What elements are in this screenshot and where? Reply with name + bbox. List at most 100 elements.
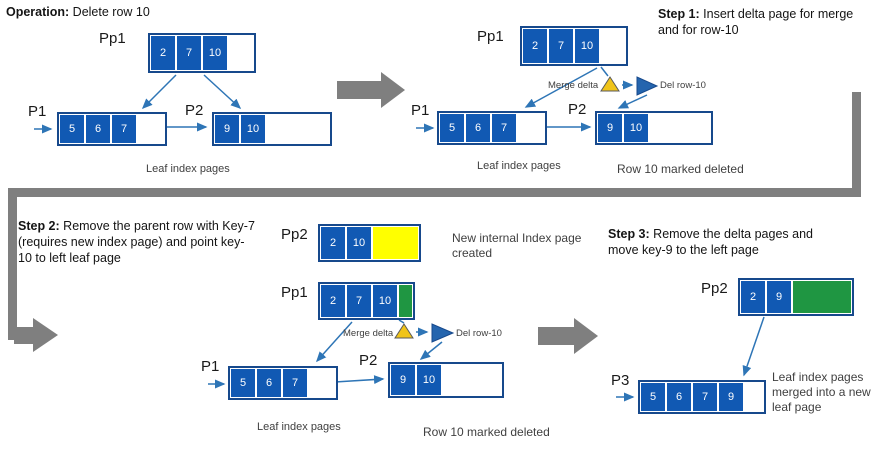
panel4-title-text: Remove the delta pages and move key-9 to… [608, 227, 813, 257]
page-cell: 2 [151, 36, 175, 70]
page-label-p1: P1 [411, 102, 430, 119]
arrow-del-to-p2 [419, 341, 443, 360]
empty-cell [229, 36, 253, 70]
merge-delta-label: Merge delta [343, 328, 394, 339]
page-p2: 9 10 [595, 111, 713, 145]
page-cell: 2 [321, 227, 345, 259]
page-cell: 9 [598, 114, 622, 142]
page-label-p1: P1 [28, 103, 47, 120]
page-cell: 6 [257, 369, 281, 397]
page-cell: 9 [719, 383, 743, 411]
step-arrow-1-body [337, 81, 381, 99]
page-label-pp2: Pp2 [701, 280, 728, 297]
page-p1: 5 6 7 [57, 112, 167, 146]
empty-cell [309, 369, 335, 397]
page-p1: 5 6 7 [437, 111, 547, 145]
page-label-p2: P2 [359, 352, 378, 369]
step-arrow-2-body [538, 327, 574, 345]
page-cell: 7 [283, 369, 307, 397]
page-cell: 9 [391, 365, 415, 395]
arrow-pp2-to-p3 [742, 316, 765, 377]
page-cell: 5 [641, 383, 665, 411]
page-cell: 10 [241, 115, 265, 143]
panel1-title-text: Delete row 10 [69, 5, 150, 19]
del-row-label: Del row-10 [456, 328, 502, 339]
page-cell: 5 [440, 114, 464, 142]
panel2-title-text: Insert delta page for merge and for row-… [658, 7, 854, 37]
arrow-del-to-p2 [617, 94, 648, 109]
line-pp1-to-merge-delta [600, 66, 609, 77]
page-cell: 7 [112, 115, 136, 143]
page-pp1: 2 7 10 [148, 33, 256, 73]
highlight-cell-yellow [373, 227, 418, 259]
delete-delta-icon [636, 76, 659, 96]
page-cell: 7 [492, 114, 516, 142]
panel4-title: Step 3: Remove the delta pages and move … [608, 226, 843, 258]
wrap-connector-arrowhead [33, 318, 58, 352]
page-label-pp2: Pp2 [281, 226, 308, 243]
empty-cell [601, 29, 625, 63]
del-row-label: Del row-10 [660, 80, 706, 91]
merged-leaf-caption: Leaf index pages merged into a new leaf … [772, 370, 871, 414]
merge-delta-icon [394, 323, 414, 339]
page-cell: 6 [86, 115, 110, 143]
arrow-p1-to-p2 [334, 375, 385, 385]
empty-cell [650, 114, 710, 142]
page-p3: 5 6 7 9 [638, 380, 766, 414]
leaf-pages-caption: Leaf index pages [146, 163, 230, 175]
panel1-title: Operation: Delete row 10 [6, 4, 150, 20]
page-cell: 2 [523, 29, 547, 63]
page-pp1: 2 7 10 [318, 282, 415, 320]
page-cell: 7 [549, 29, 573, 63]
highlight-cell-green [399, 285, 412, 317]
page-label-p2: P2 [185, 102, 204, 119]
arrow-pp1-to-p2 [203, 74, 242, 110]
page-p2: 9 10 [212, 112, 332, 146]
page-cell: 5 [231, 369, 255, 397]
new-page-caption: New internal Index page created [452, 231, 582, 260]
step-arrow-2-head [574, 318, 598, 354]
page-cell: 10 [347, 227, 371, 259]
leaf-pages-caption: Leaf index pages [477, 160, 561, 172]
page-pp2: 2 9 [738, 278, 854, 316]
panel1-title-bold: Operation: [6, 5, 70, 19]
page-cell: 5 [60, 115, 84, 143]
empty-cell [518, 114, 544, 142]
panel3-title: Step 2: Remove the parent row with Key-7… [18, 218, 258, 266]
leaf-pages-caption: Leaf index pages [257, 421, 341, 433]
panel2-title-bold: Step 1: [658, 7, 700, 21]
page-cell: 6 [667, 383, 691, 411]
page-p2: 9 10 [388, 362, 504, 398]
row-deleted-caption: Row 10 marked deleted [423, 425, 550, 439]
arrow-pp1-to-p1 [141, 74, 177, 110]
page-cell: 9 [215, 115, 239, 143]
panel3-title-bold: Step 2: [18, 219, 60, 233]
empty-cell [745, 383, 763, 411]
wrap-connector-horizontal [8, 188, 861, 197]
step-arrow-1-head [381, 72, 405, 108]
wrap-connector-right-vertical [852, 92, 861, 193]
page-label-pp1: Pp1 [281, 284, 308, 301]
page-cell: 7 [693, 383, 717, 411]
row-deleted-caption: Row 10 marked deleted [617, 162, 744, 176]
page-cell: 10 [624, 114, 648, 142]
page-label-pp1: Pp1 [99, 30, 126, 47]
page-p1: 5 6 7 [228, 366, 338, 400]
merge-delta-icon [600, 76, 620, 92]
page-cell: 10 [417, 365, 441, 395]
page-cell: 10 [203, 36, 227, 70]
page-pp1: 2 7 10 [520, 26, 628, 66]
page-label-p2: P2 [568, 101, 587, 118]
page-cell: 2 [741, 281, 765, 313]
page-cell: 7 [347, 285, 371, 317]
line-pp1-to-merge-delta [398, 319, 405, 324]
panel3-title-text: Remove the parent row with Key-7 (requir… [18, 219, 255, 265]
merge-delta-label: Merge delta [548, 80, 599, 91]
delete-delta-icon [431, 323, 455, 343]
wrap-connector-left-vertical [8, 188, 17, 340]
page-label-p3: P3 [611, 372, 630, 389]
page-pp2: 2 10 [318, 224, 421, 262]
wrap-connector-arrow-stub [14, 327, 33, 344]
empty-cell [267, 115, 329, 143]
